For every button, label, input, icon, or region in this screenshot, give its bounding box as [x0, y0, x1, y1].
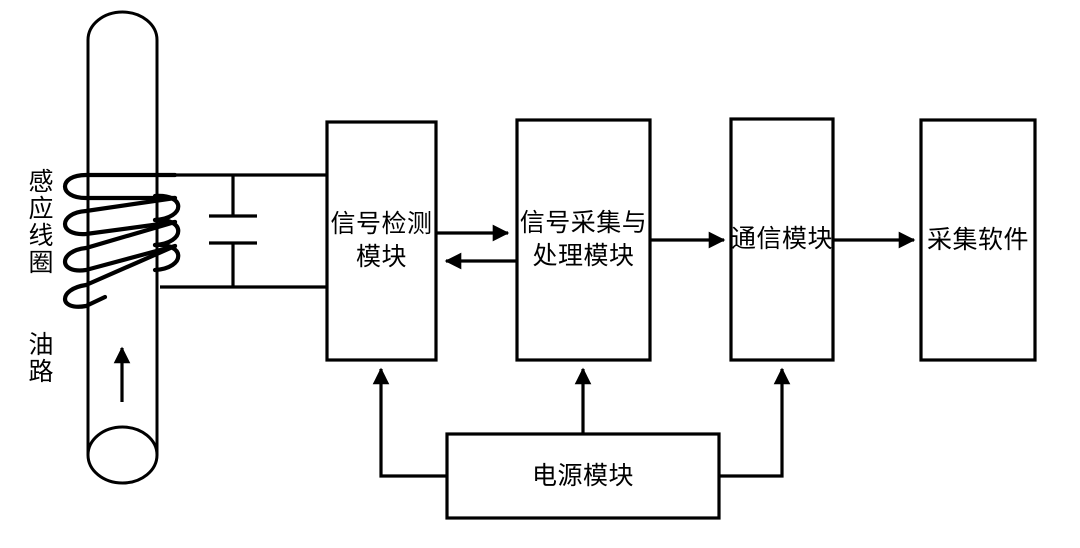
capacitor-icon: [209, 175, 257, 287]
oil-pipe: [86, 10, 159, 485]
label-induction-coil: 感应线圈: [25, 168, 52, 276]
block-signal-acquisition[interactable]: [515, 118, 652, 362]
arrow-power-to-communication: [719, 367, 791, 478]
arrow-power-to-detection: [372, 367, 447, 478]
label-oil-path: 油路: [25, 331, 52, 385]
coil-wiring: [160, 173, 328, 289]
block-communication[interactable]: [729, 117, 835, 362]
block-signal-detection[interactable]: [325, 120, 438, 362]
induction-coil-icon: [63, 172, 181, 309]
block-power-supply[interactable]: [445, 432, 721, 520]
block-acquisition-software[interactable]: [919, 118, 1037, 362]
